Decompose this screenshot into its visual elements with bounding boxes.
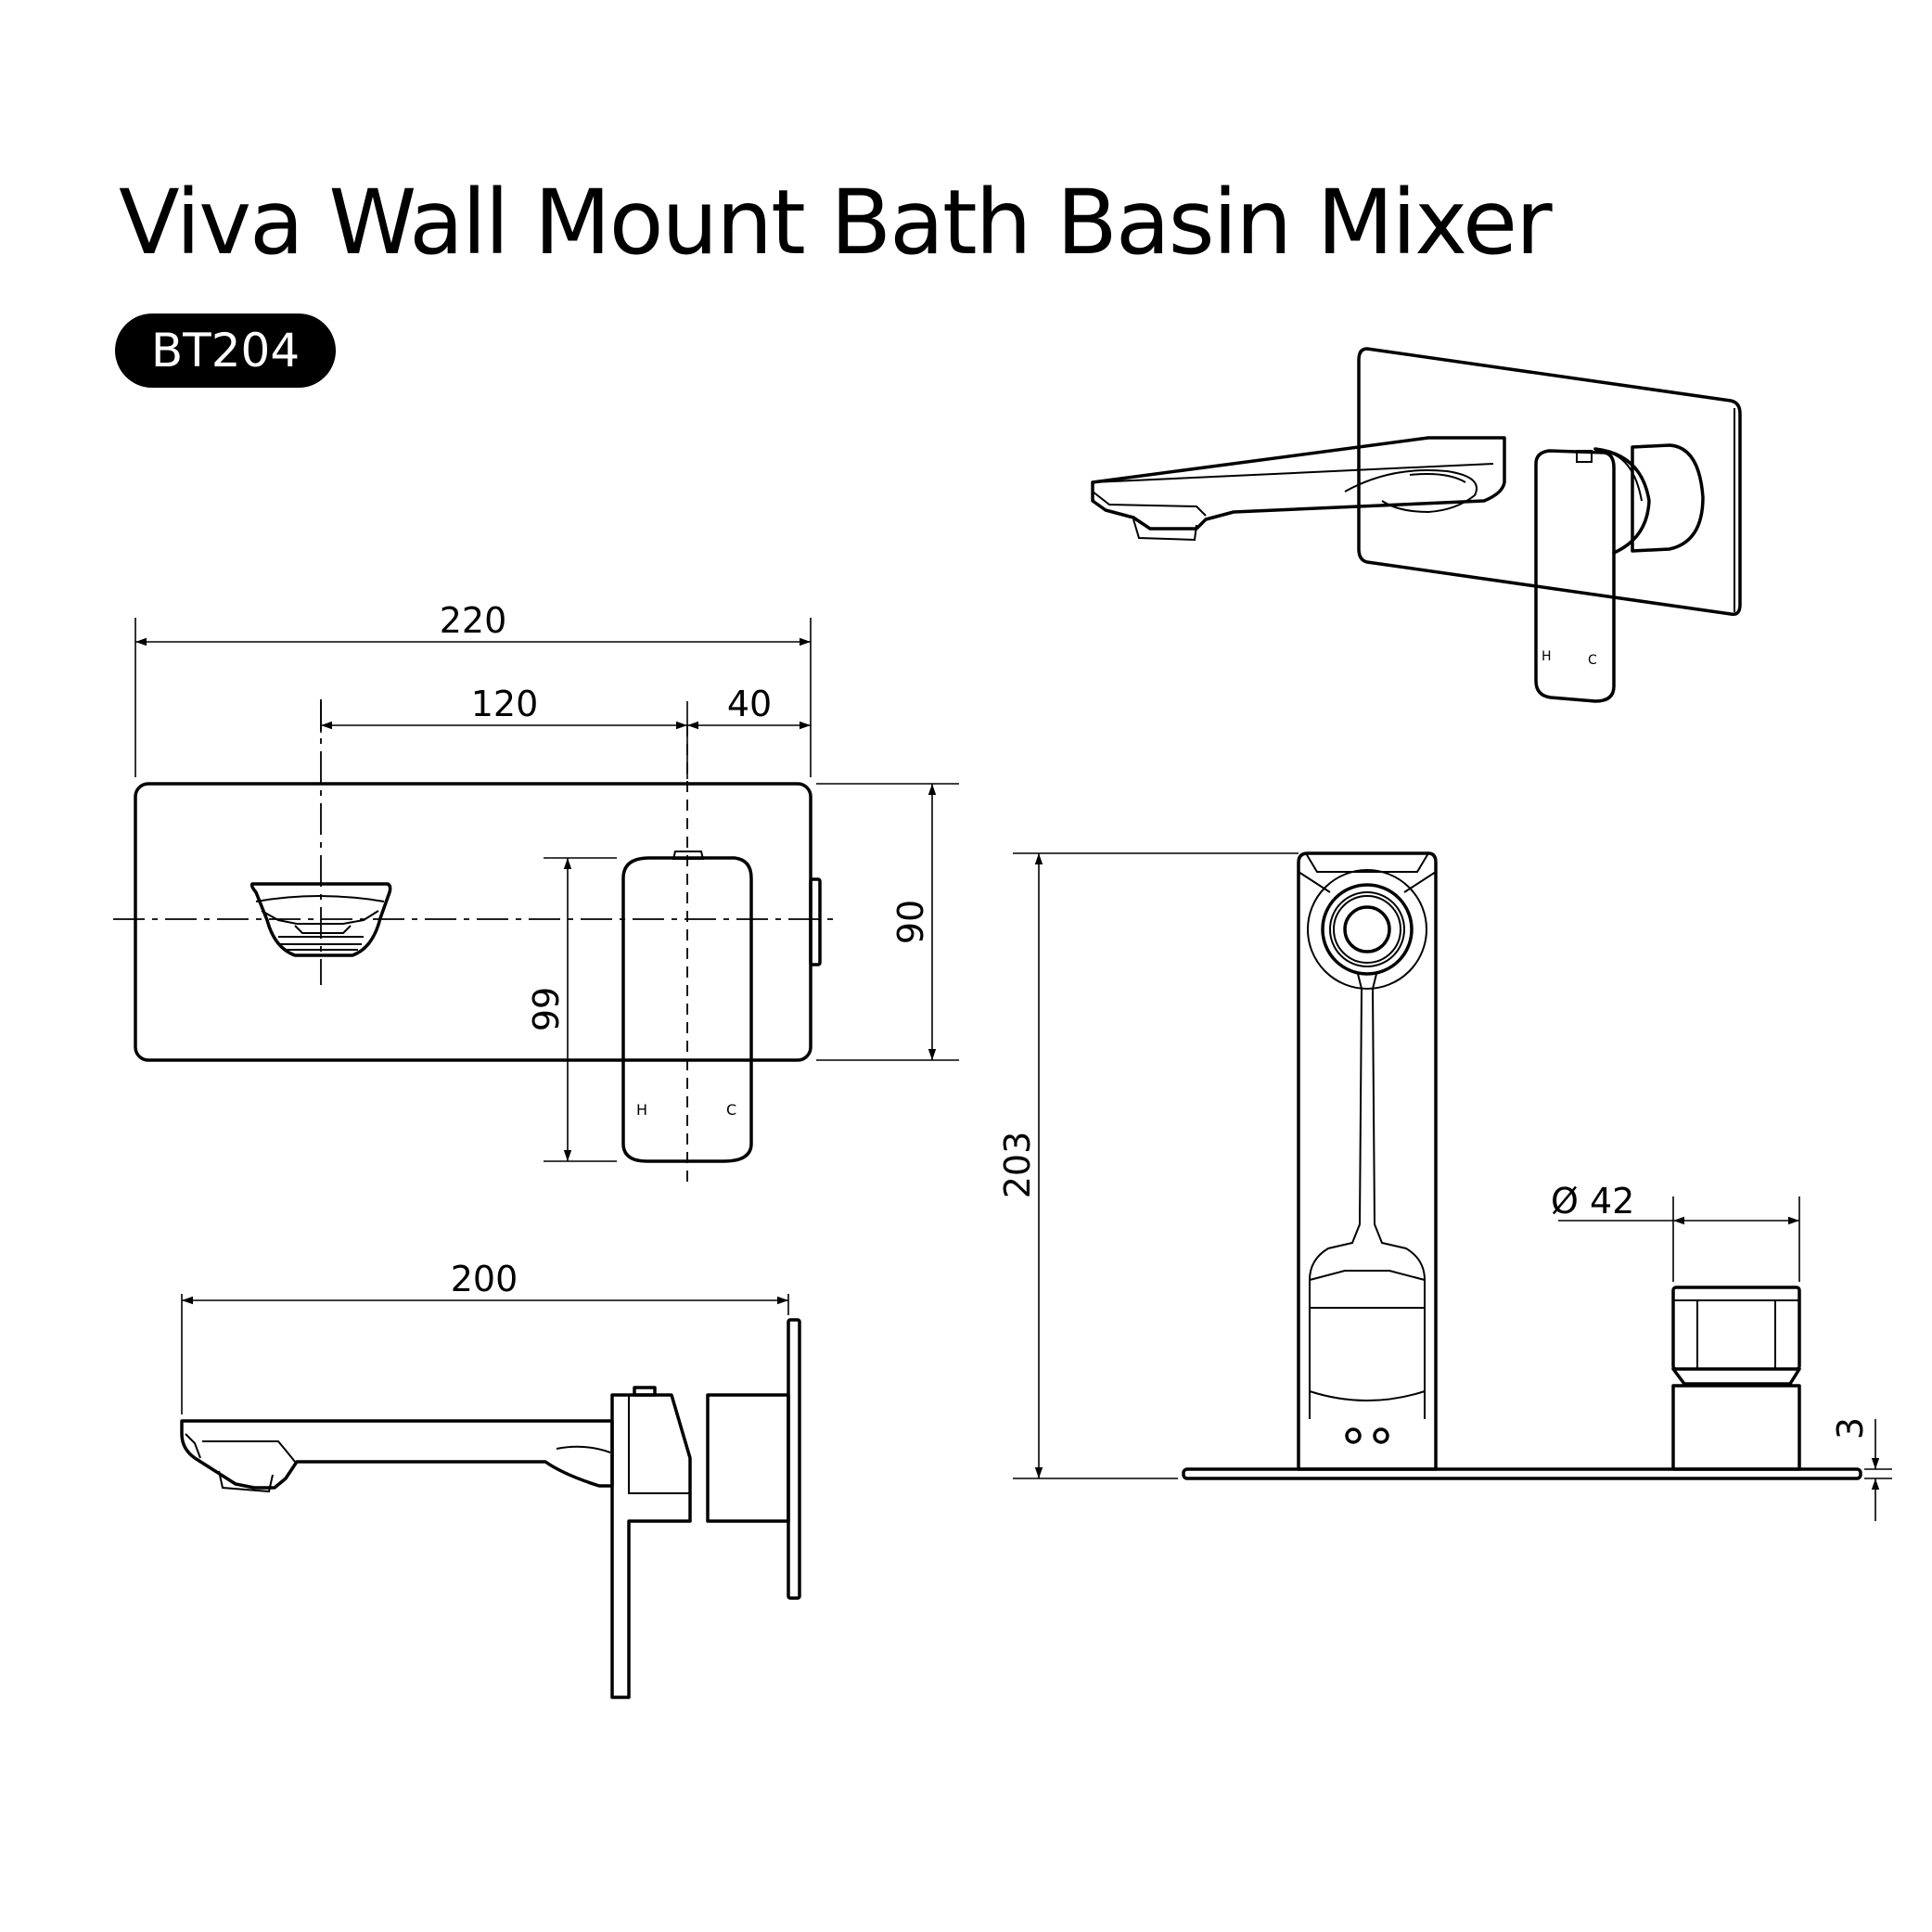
- front-view: H C 220 120 40 90 99: [113, 600, 959, 1189]
- cold-label: C: [1588, 653, 1597, 668]
- dim-spout-to-handle: 120: [471, 684, 539, 724]
- cold-label: C: [726, 1101, 736, 1119]
- dim-plate-thickness: 3: [1830, 1417, 1871, 1439]
- dim-handle-to-edge: 40: [727, 684, 772, 724]
- dim-body-diameter: Ø 42: [1551, 1181, 1634, 1222]
- dim-total-width: 220: [440, 600, 507, 641]
- dim-spout-length: 200: [451, 1259, 518, 1299]
- dim-overall-height: 203: [997, 1132, 1038, 1199]
- perspective-view: H C: [1091, 347, 1742, 703]
- end-view: 203 Ø 42 3: [997, 851, 1892, 1521]
- side-view: 200: [180, 1259, 801, 1699]
- hot-label: H: [1542, 649, 1552, 664]
- hot-label: H: [636, 1101, 647, 1119]
- model-code-badge: BT204: [115, 313, 336, 388]
- dim-handle-height: 99: [526, 987, 567, 1031]
- dim-plate-height: 90: [890, 900, 931, 944]
- page-title: Viva Wall Mount Bath Basin Mixer: [119, 171, 1553, 275]
